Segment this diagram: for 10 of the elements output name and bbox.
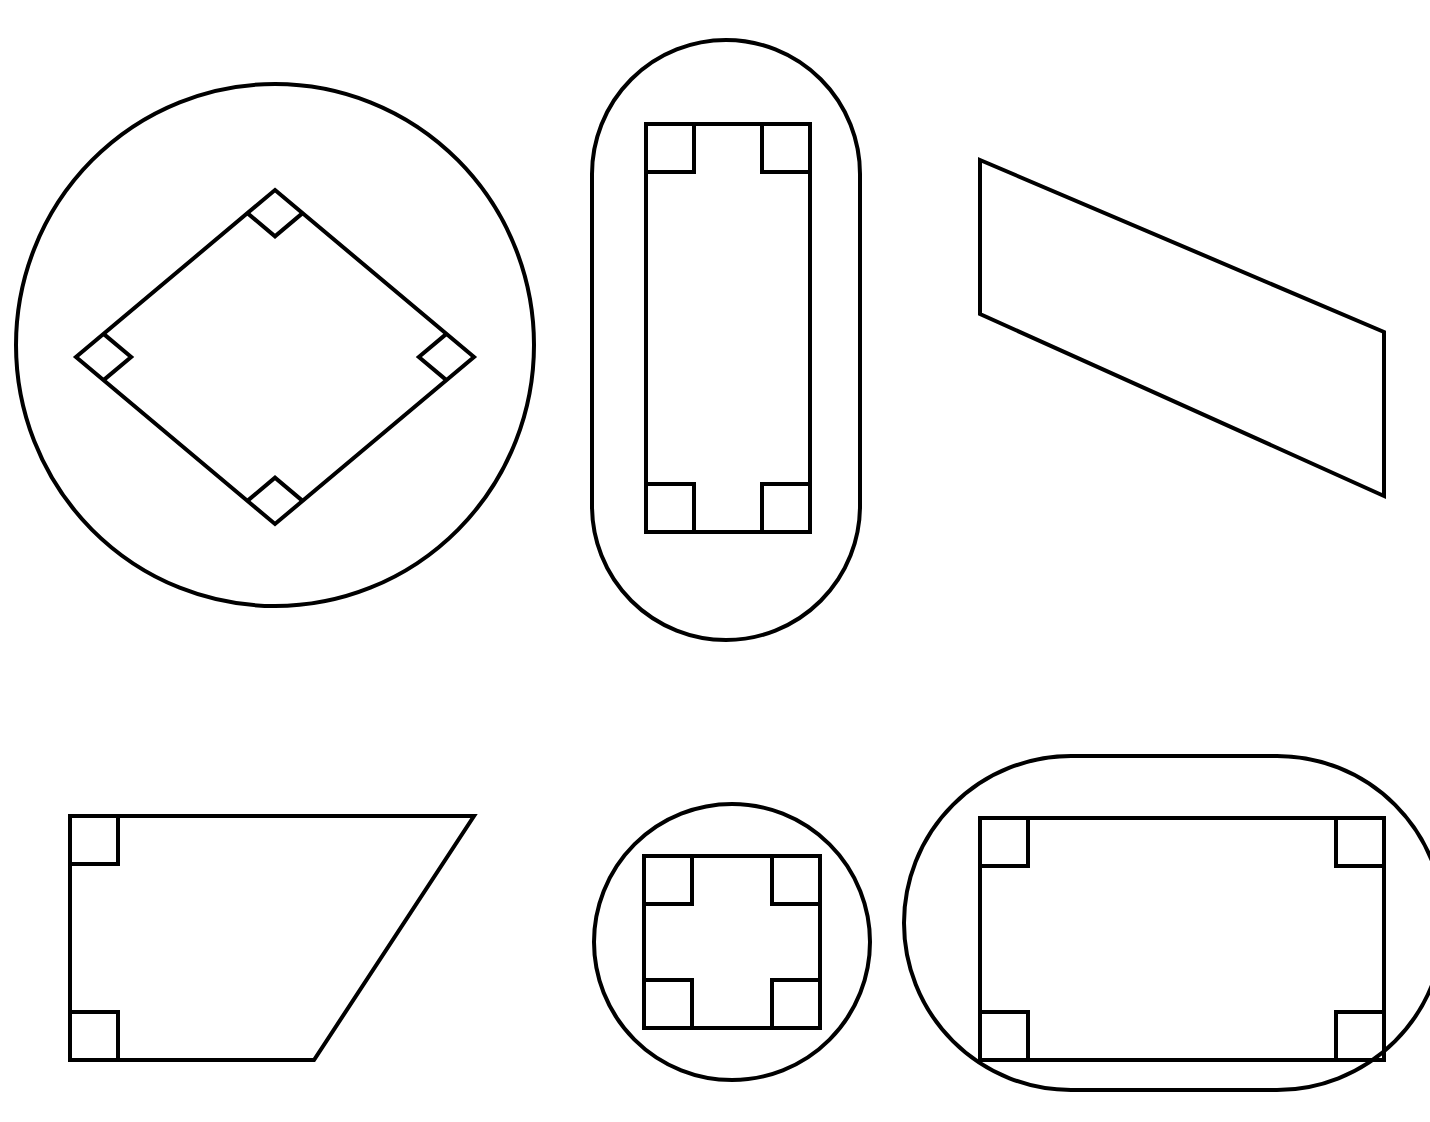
oval-outline [904,756,1430,1090]
rectangle-outline [646,124,810,532]
rectangle-outline [644,856,820,1028]
oval-outline [592,40,860,640]
circle-outline [16,84,534,606]
circle-outline [594,804,870,1080]
parallelogram-outline [980,160,1384,496]
trapezoid-outline [70,816,474,1060]
rectangle-outline [980,818,1384,1060]
diamond-outline [76,190,474,524]
